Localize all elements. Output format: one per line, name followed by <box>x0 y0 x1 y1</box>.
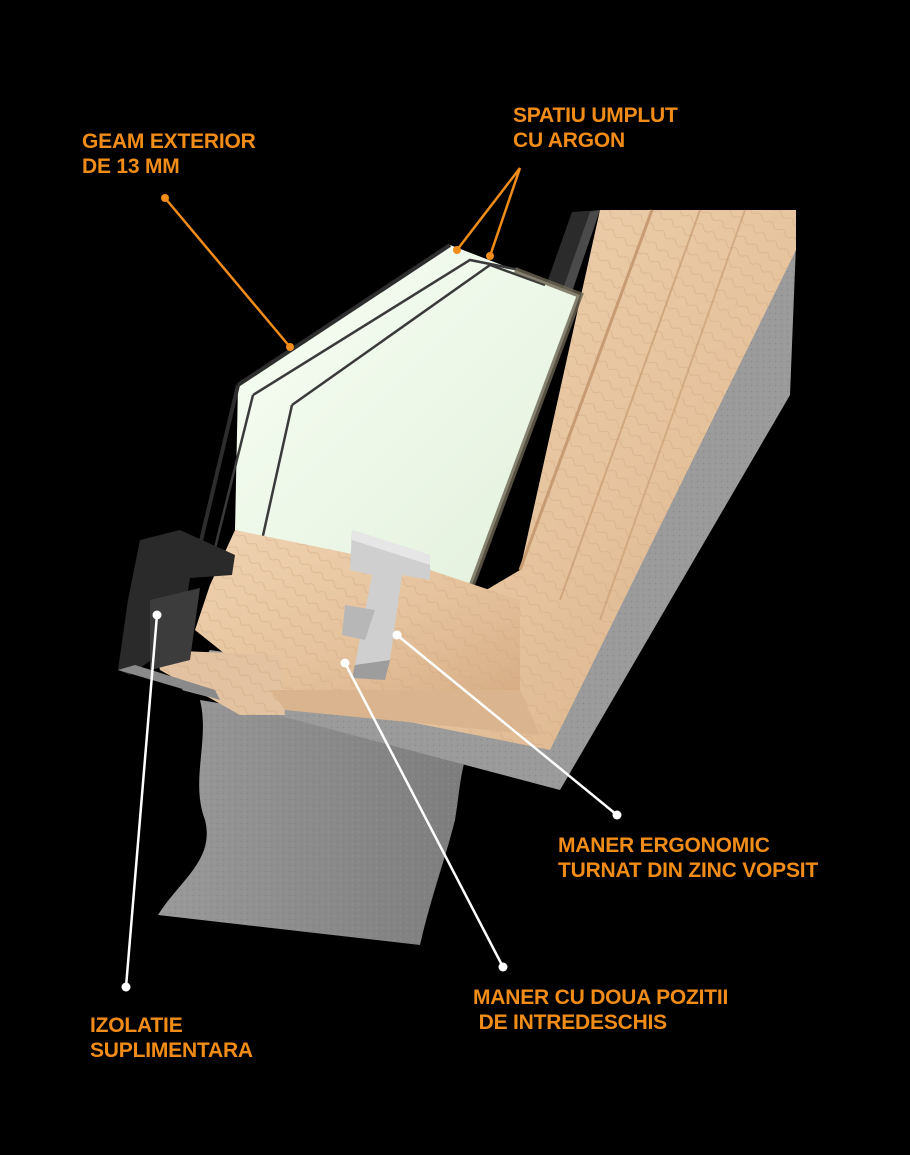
leader-dot-ergonomic-start <box>392 630 402 640</box>
gray-insulation-block <box>182 245 796 790</box>
flashing-membrane <box>158 700 470 945</box>
leader-lines <box>121 167 622 992</box>
label-extra-insulation-line2: SUPLIMENTARA <box>90 1039 253 1062</box>
leader-ergonomic-handle <box>396 634 618 816</box>
leader-argon-1 <box>456 167 521 251</box>
label-ergonomic-handle-line1: MANER ERGONOMIC <box>558 834 770 857</box>
handle-shape <box>342 530 430 680</box>
label-exterior-glass: GEAM EXTERIOR DE 13 MM <box>82 129 256 179</box>
leader-dot-ergonomic-end <box>612 810 622 820</box>
leader-argon-2 <box>488 167 522 257</box>
leader-extra-insulation <box>124 614 159 988</box>
leader-two-position-handle <box>343 662 505 968</box>
leader-dot-argon-2 <box>486 252 494 260</box>
leader-dot-exterior-glass-start <box>161 194 169 202</box>
leader-exterior-glass <box>164 197 291 348</box>
leader-dot-two-position-start <box>340 658 350 668</box>
label-argon-space-line2: CU ARGON <box>513 129 625 152</box>
leader-dot-two-position-end <box>498 962 508 972</box>
label-extra-insulation-line1: IZOLATIE <box>90 1014 183 1037</box>
label-argon-space: SPATIU UMPLUT CU ARGON <box>513 103 678 153</box>
label-two-position-handle-line2: DE INTREDESCHIS <box>473 1011 668 1034</box>
glazing-unit <box>198 243 584 592</box>
leader-dot-insulation-end <box>121 982 131 992</box>
label-argon-space-line1: SPATIU UMPLUT <box>513 104 678 127</box>
label-ergonomic-handle-line2: TURNAT DIN ZINC VOPSIT <box>558 859 819 882</box>
label-exterior-glass-line1: GEAM EXTERIOR <box>82 130 256 153</box>
leader-dot-exterior-glass-end <box>286 343 294 351</box>
label-extra-insulation: IZOLATIE SUPLIMENTARA <box>90 1013 253 1063</box>
label-ergonomic-handle: MANER ERGONOMIC TURNAT DIN ZINC VOPSIT <box>558 833 818 883</box>
leader-dot-insulation-start <box>152 610 162 620</box>
label-two-position-handle: MANER CU DOUA POZITII DE INTREDESCHIS <box>473 985 728 1035</box>
label-two-position-handle-line1: MANER CU DOUA POZITII <box>473 986 729 1009</box>
label-exterior-glass-line2: DE 13 MM <box>82 155 180 178</box>
wood-frame <box>300 209 796 750</box>
leader-dot-argon-1 <box>453 246 461 254</box>
exterior-cladding-profile <box>118 530 235 700</box>
